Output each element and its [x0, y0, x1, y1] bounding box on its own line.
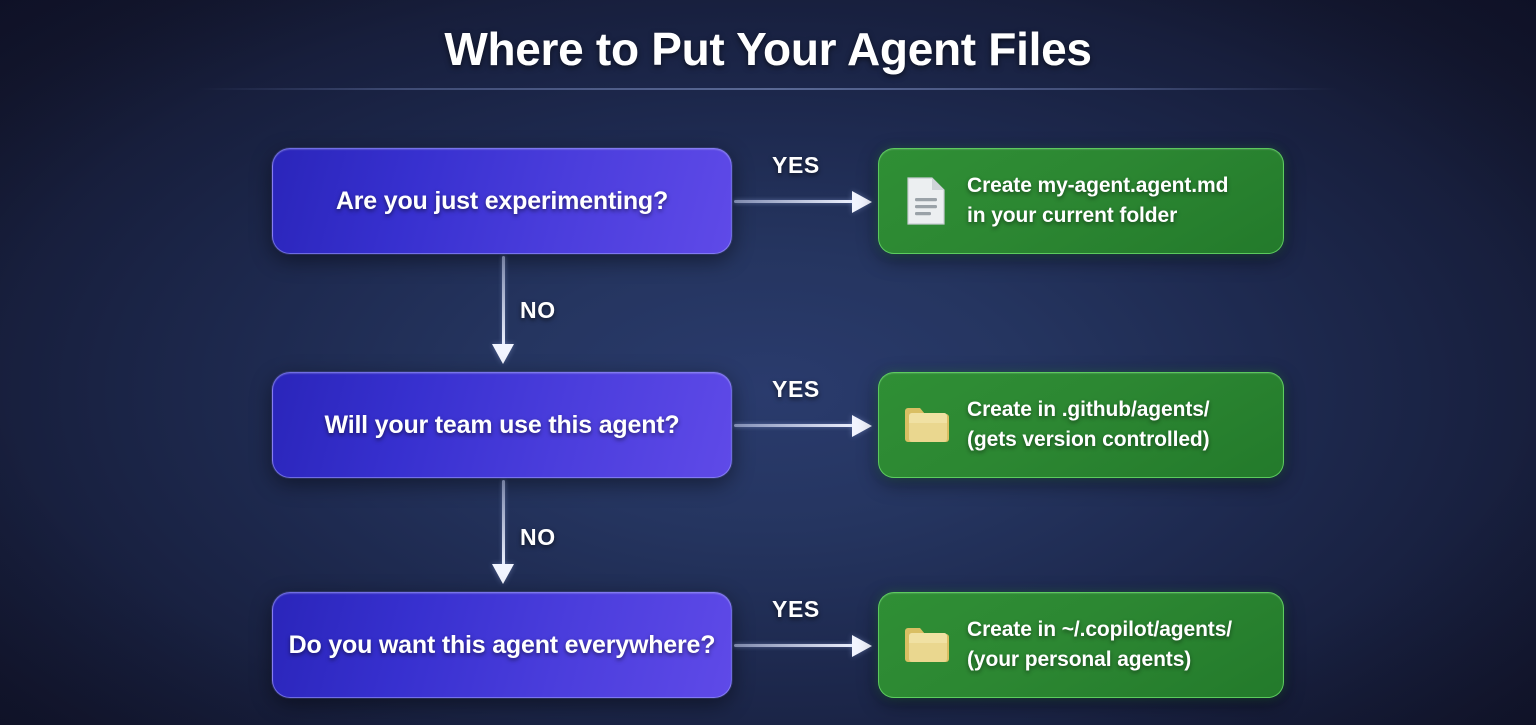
result-line-2: (gets version controlled): [967, 428, 1210, 451]
arrow-head-icon: [492, 564, 514, 584]
decision-label: Are you just experimenting?: [335, 186, 669, 215]
folder-icon: [901, 397, 951, 453]
result-text: Create in .github/agents/ (gets version …: [967, 395, 1210, 455]
arrow-head-icon: [852, 191, 872, 213]
arrow-line: [502, 256, 505, 346]
result-line-1: Create in ~/.copilot/agents/: [967, 618, 1233, 642]
arrow-head-icon: [492, 344, 514, 364]
decision-label: Will your team use this agent?: [324, 410, 680, 439]
result-box-github-agents[interactable]: Create in .github/agents/ (gets version …: [878, 372, 1284, 478]
result-line-2: (your personal agents): [967, 648, 1192, 671]
result-text: Create my-agent.agent.md in your current…: [967, 171, 1228, 231]
folder-icon: [901, 617, 951, 673]
decision-label: Do you want this agent everywhere?: [288, 630, 716, 659]
decision-box-experimenting[interactable]: Are you just experimenting?: [272, 148, 732, 254]
result-line-1: Create in .github/agents/: [967, 398, 1210, 422]
result-box-copilot-agents[interactable]: Create in ~/.copilot/agents/ (your perso…: [878, 592, 1284, 698]
arrow-line: [734, 644, 854, 647]
no-label-1: NO: [520, 297, 556, 323]
yes-label-1: YES: [772, 152, 820, 178]
arrow-line: [734, 424, 854, 427]
result-line-1: Create my-agent.agent.md: [967, 174, 1229, 198]
no-label-2: NO: [520, 524, 556, 550]
arrow-head-icon: [852, 635, 872, 657]
yes-label-3: YES: [772, 596, 820, 622]
result-box-current-folder[interactable]: Create my-agent.agent.md in your current…: [878, 148, 1284, 254]
arrow-head-icon: [852, 415, 872, 437]
yes-label-2: YES: [772, 376, 820, 402]
arrow-line: [502, 480, 505, 566]
document-icon: [901, 173, 951, 229]
branch-row-2: Will your team use this agent? YES Creat…: [0, 372, 1536, 484]
decision-box-everywhere[interactable]: Do you want this agent everywhere?: [272, 592, 732, 698]
arrow-line: [734, 200, 854, 203]
decision-box-team-use[interactable]: Will your team use this agent?: [272, 372, 732, 478]
yes-arrow-3: [734, 635, 880, 657]
yes-arrow-1: [734, 191, 880, 213]
yes-arrow-2: [734, 415, 880, 437]
branch-row-1: Are you just experimenting? YES Create m…: [0, 148, 1536, 260]
page-title: Where to Put Your Agent Files: [444, 23, 1092, 75]
result-line-2: in your current folder: [967, 204, 1178, 227]
title-divider: [198, 88, 1338, 90]
branch-row-3: Do you want this agent everywhere? YES C…: [0, 592, 1536, 704]
result-text: Create in ~/.copilot/agents/ (your perso…: [967, 615, 1232, 675]
